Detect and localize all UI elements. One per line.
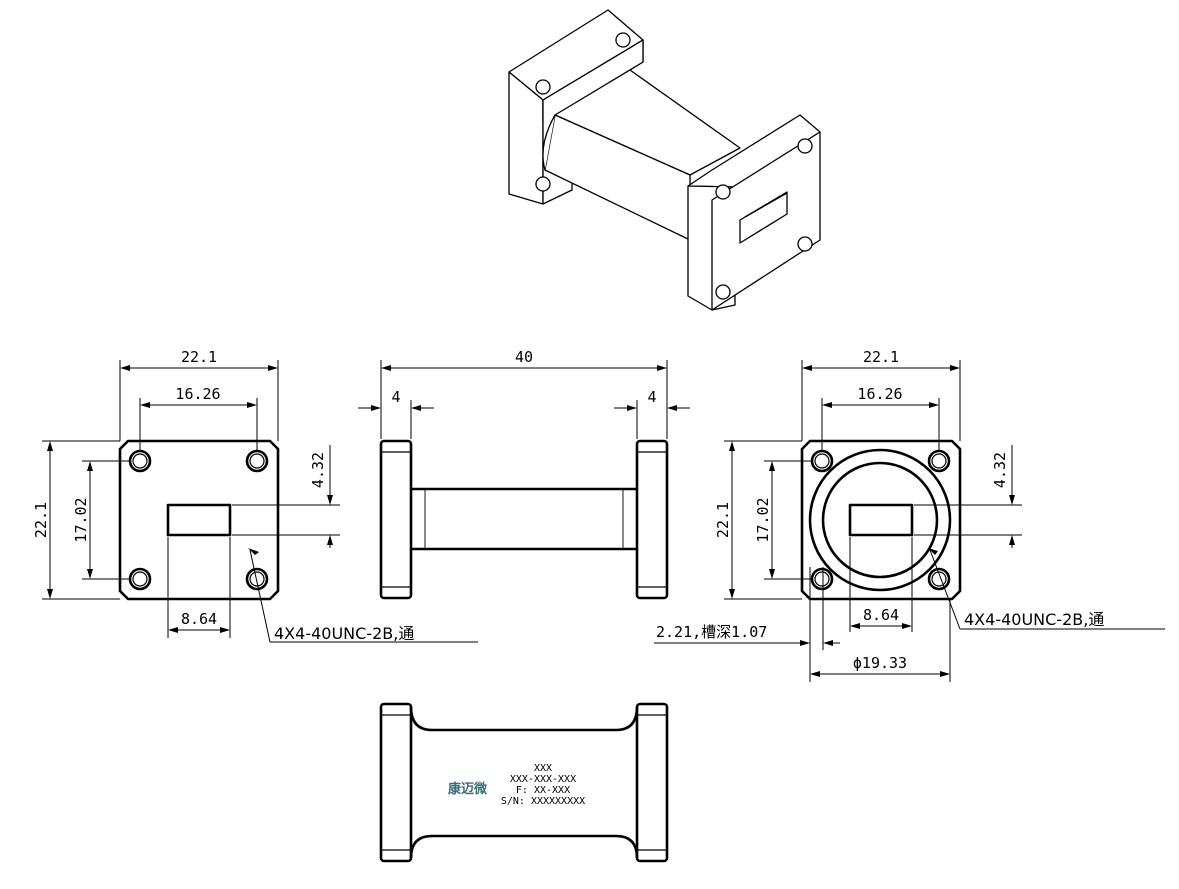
mounting-hole xyxy=(245,567,269,591)
hole-callout: 4X4-40UNC-2B,通 xyxy=(964,610,1104,629)
dim-aperture-width: 8.64 xyxy=(863,606,899,624)
dim-hole-spacing-y: 17.02 xyxy=(72,497,90,542)
marking-line-3: F: XX-XXX xyxy=(516,785,570,796)
waveguide-aperture xyxy=(848,503,914,537)
choke-flange-view: 22.1 16.26 22.1 17.02 4.32 8.64 xyxy=(654,348,1165,682)
dim-overall-width: 22.1 xyxy=(181,348,217,366)
right-flange xyxy=(635,702,669,863)
side-view: 40 4 4 xyxy=(358,348,690,600)
front-view: 22.1 16.26 22.1 17.02 4.32 8.6 xyxy=(32,348,478,643)
groove-callout: 2.21,槽深1.07 xyxy=(656,623,767,641)
dim-right-flange-thickness: 4 xyxy=(647,388,656,406)
dim-groove-diameter: ϕ19.33 xyxy=(853,654,907,672)
waveguide-aperture xyxy=(166,503,232,537)
dim-overall-height: 22.1 xyxy=(32,502,50,538)
dim-hole-spacing-y: 17.02 xyxy=(754,497,772,542)
dim-overall-length: 40 xyxy=(515,348,533,366)
left-flange xyxy=(379,702,413,863)
isometric-view xyxy=(508,9,821,311)
mounting-hole xyxy=(927,567,951,591)
dim-hole-spacing-x: 16.26 xyxy=(857,385,902,403)
hole-callout: 4X4-40UNC-2B,通 xyxy=(274,624,414,643)
brand-logo: 康迈微 xyxy=(448,781,488,797)
dim-overall-height: 22.1 xyxy=(714,502,732,538)
flange-outline xyxy=(800,439,962,601)
right-flange xyxy=(635,439,669,600)
choke-groove-outer xyxy=(808,448,952,592)
choke-groove-inner xyxy=(821,461,939,579)
marking-line-4: S/N: XXXXXXXXX xyxy=(501,796,585,807)
dim-left-flange-thickness: 4 xyxy=(391,388,400,406)
marking-view: 康迈微 XXX XXX-XXX-XXX F: XX-XXX S/N: XXXXX… xyxy=(379,702,669,863)
dim-aperture-height: 4.32 xyxy=(991,452,1009,488)
marking-line-2: XXX-XXX-XXX xyxy=(510,774,576,785)
flange-outline xyxy=(118,439,280,601)
dim-hole-spacing-x: 16.26 xyxy=(175,385,220,403)
marking-line-1: XXX xyxy=(534,763,552,774)
dim-aperture-width: 8.64 xyxy=(181,610,217,628)
dim-overall-width: 22.1 xyxy=(863,348,899,366)
dim-aperture-height: 4.32 xyxy=(309,452,327,488)
left-flange xyxy=(379,439,413,600)
